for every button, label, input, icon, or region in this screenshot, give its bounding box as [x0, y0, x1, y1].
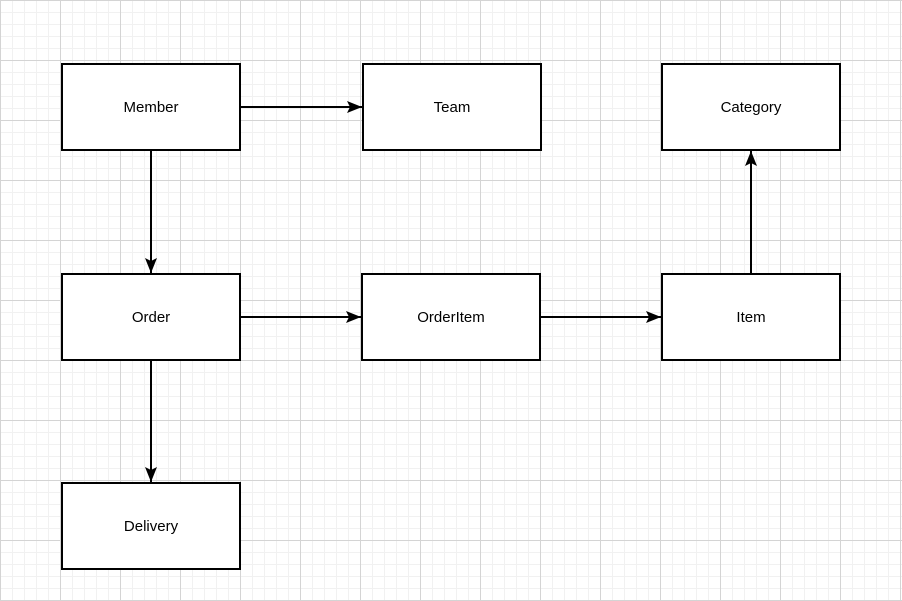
node-label: Category [720, 98, 782, 116]
node-delivery[interactable]: Delivery [61, 482, 241, 570]
node-order[interactable]: Order [61, 273, 241, 361]
node-label: OrderItem [417, 308, 485, 326]
node-label: Delivery [123, 517, 179, 535]
node-label: Item [736, 308, 766, 326]
node-label: Team [433, 98, 471, 116]
node-category[interactable]: Category [661, 63, 841, 151]
node-team[interactable]: Team [362, 63, 542, 151]
node-orderitem[interactable]: OrderItem [361, 273, 541, 361]
node-label: Member [123, 98, 179, 116]
node-label: Order [131, 308, 171, 326]
node-member[interactable]: Member [61, 63, 241, 151]
node-item[interactable]: Item [661, 273, 841, 361]
